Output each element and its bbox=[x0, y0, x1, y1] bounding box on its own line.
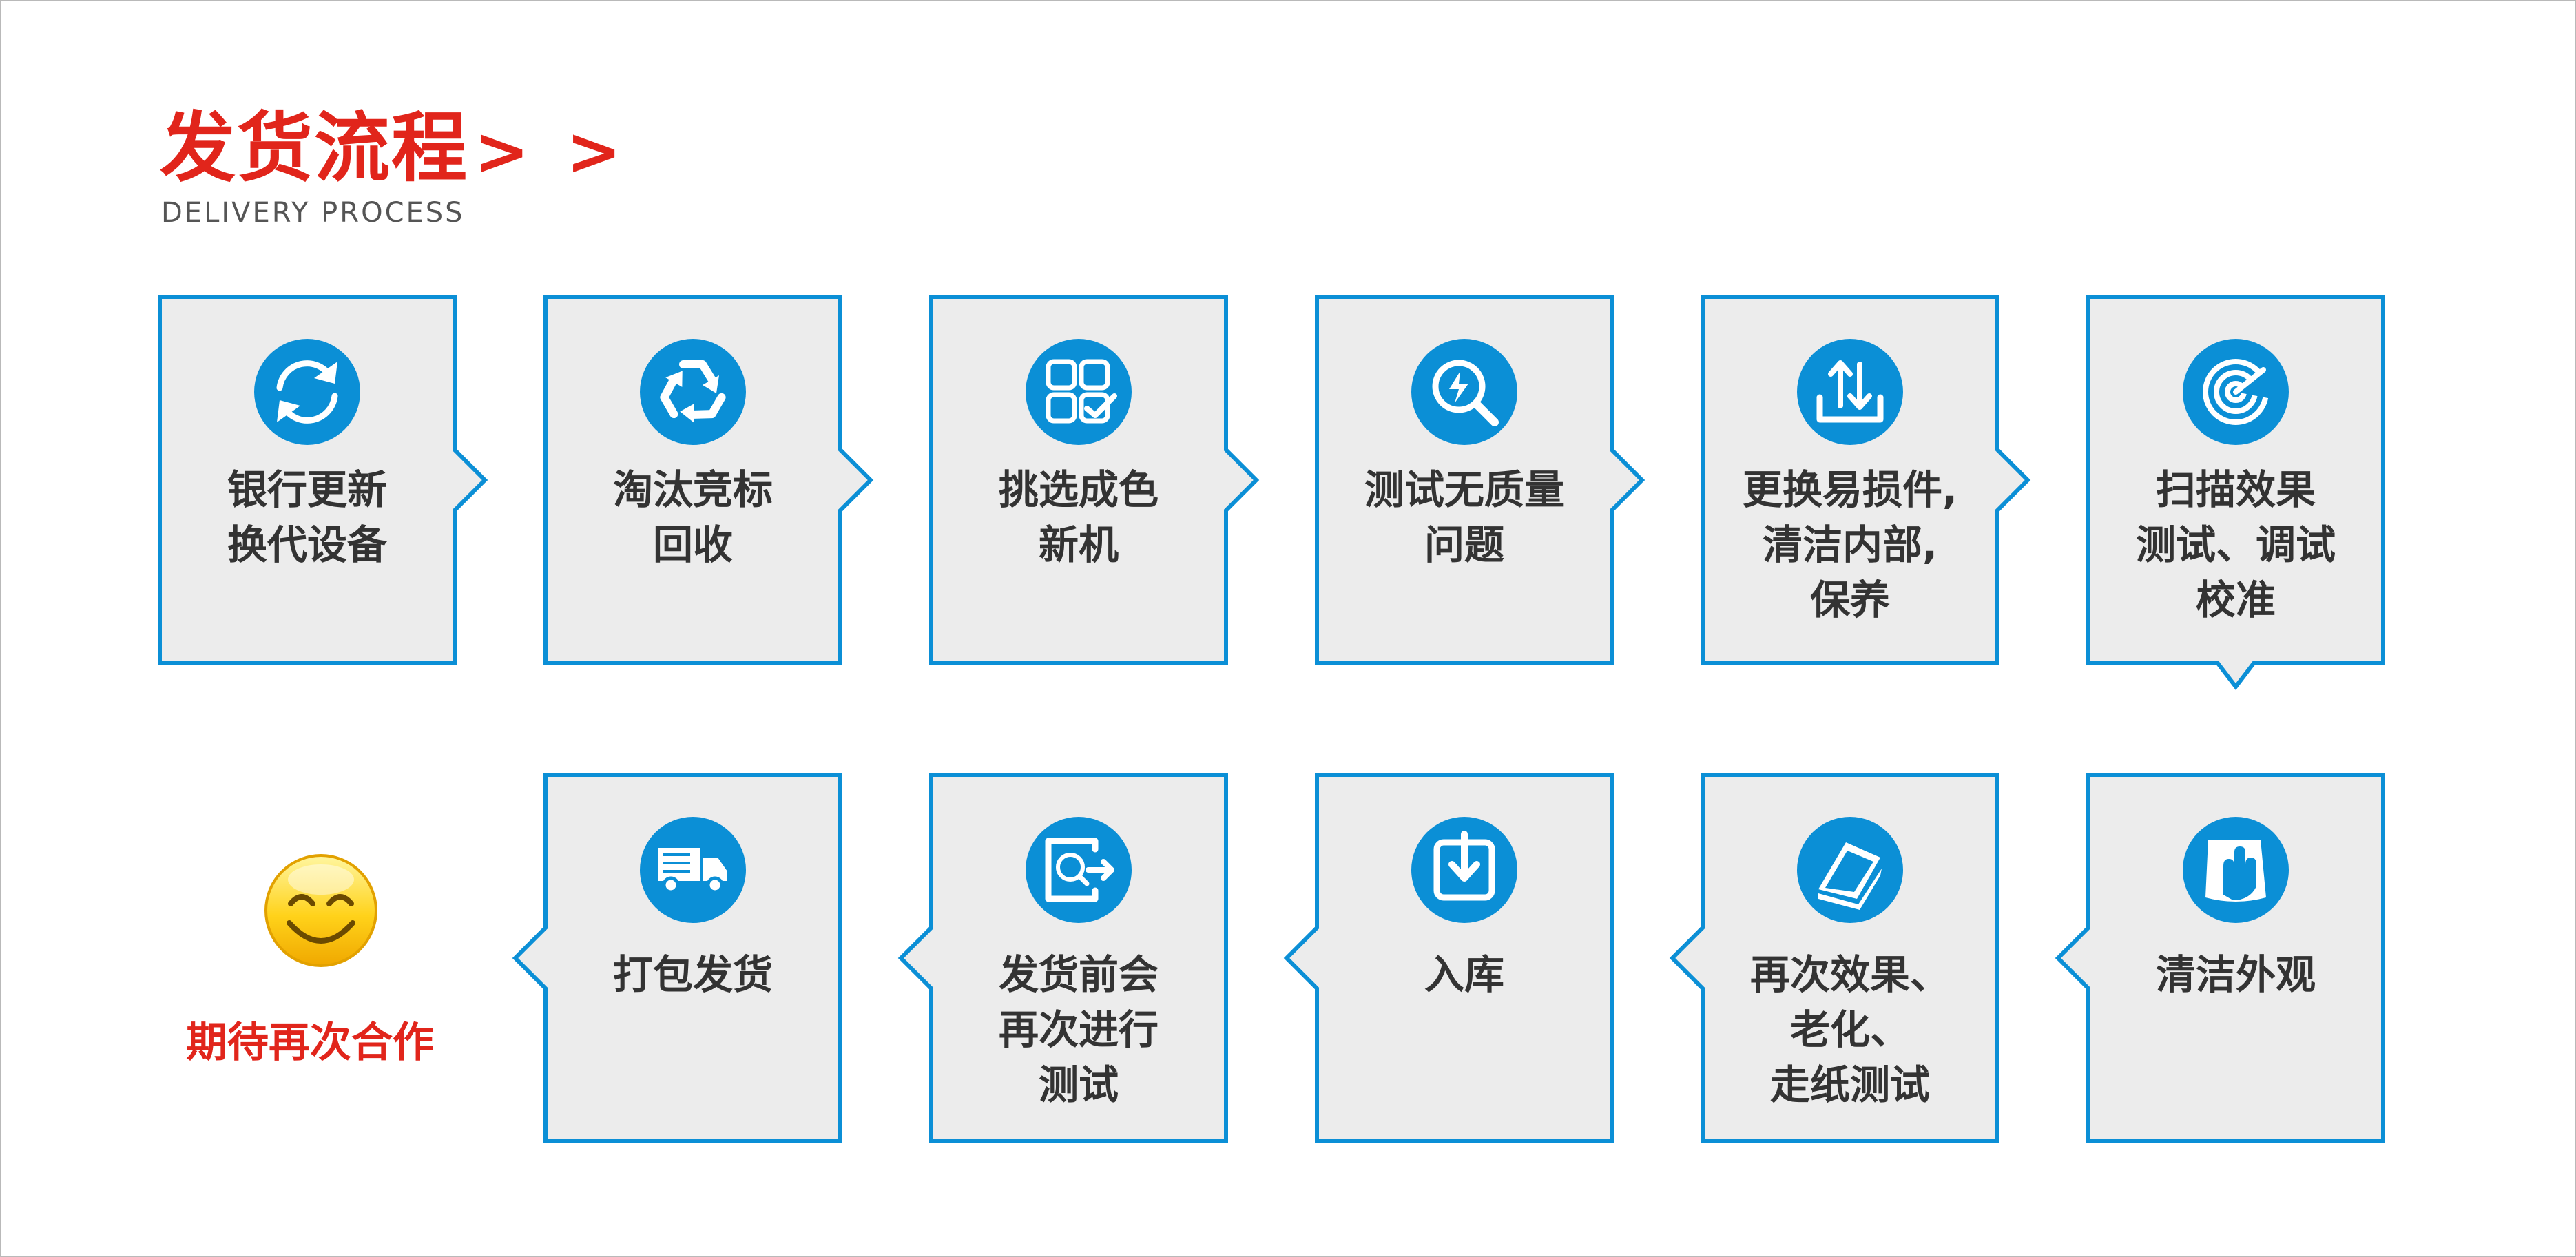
step-label-line: 再次进行 bbox=[999, 1006, 1159, 1053]
step-label-line: 测试 bbox=[1039, 1061, 1119, 1108]
step-label-line: 测试无质量 bbox=[1364, 466, 1564, 513]
process-step-card: 清洁外观 bbox=[2055, 773, 2385, 1143]
step-card-shape bbox=[1283, 773, 1614, 1143]
step-card-shape bbox=[1701, 295, 2031, 665]
smiley-icon bbox=[264, 854, 377, 967]
refresh-icon bbox=[254, 339, 360, 445]
step-card-shape bbox=[929, 295, 1260, 665]
step-label-line: 淘汰竞标 bbox=[613, 466, 773, 513]
step-label-line: 挑选成色 bbox=[999, 466, 1159, 513]
step-label-line: 发货前会 bbox=[999, 951, 1159, 998]
step-label-line: 回收 bbox=[653, 521, 733, 568]
step-card-shape bbox=[897, 773, 1228, 1143]
swap-parts-icon bbox=[1797, 339, 1903, 445]
step-card-shape bbox=[1315, 295, 1645, 665]
closing-message: 期待再次合作 bbox=[186, 1019, 434, 1067]
step-cards: 银行更新换代设备淘汰竞标回收挑选成色新机测试无质量问题更换易损件,清洁内部,保养… bbox=[158, 295, 2385, 1143]
step-card-shape bbox=[2055, 773, 2385, 1143]
step-card-shape bbox=[2086, 295, 2385, 690]
step-label-line: 扫描效果 bbox=[2156, 466, 2316, 513]
step-label-line: 再次效果、 bbox=[1750, 951, 1950, 998]
step-card-shape bbox=[512, 773, 842, 1143]
step-label-line: 换代设备 bbox=[227, 521, 388, 568]
step-label-line: 银行更新 bbox=[227, 466, 387, 513]
step-card-shape bbox=[543, 295, 874, 665]
magnify-test-icon bbox=[1411, 339, 1517, 445]
process-step-card: 再次效果、老化、走纸测试 bbox=[1669, 773, 1999, 1143]
step-label-line: 走纸测试 bbox=[1770, 1061, 1930, 1108]
scanner-icon bbox=[1797, 817, 1903, 923]
page-title: 发货流程> > bbox=[160, 103, 628, 196]
title-text: 发货流程 bbox=[160, 104, 468, 192]
step-card-shape bbox=[158, 295, 488, 665]
page-subtitle: DELIVERY PROCESS bbox=[161, 197, 465, 229]
process-step-card: 更换易损件, 清洁内部, 保养 bbox=[1701, 295, 2031, 665]
process-step-card: 打包发货 bbox=[512, 773, 842, 1143]
delivery-truck-icon bbox=[640, 817, 746, 923]
storage-in-icon bbox=[1411, 817, 1517, 923]
radar-scan-icon bbox=[2183, 339, 2289, 445]
step-label-line: 打包发货 bbox=[613, 951, 773, 998]
step-card-shape bbox=[1669, 773, 1999, 1143]
process-step-card: 入库 bbox=[1283, 773, 1614, 1143]
step-label-line: 保养 bbox=[1810, 576, 1890, 623]
step-label-line: 新机 bbox=[1039, 521, 1119, 568]
step-label-line: 校准 bbox=[2196, 576, 2276, 623]
step-label-line: 问题 bbox=[1424, 521, 1504, 568]
step-label-line: 清洁内部, bbox=[1763, 521, 1938, 568]
step-label-line: 老化、 bbox=[1790, 1006, 1910, 1053]
step-label-line: 入库 bbox=[1424, 951, 1504, 998]
cleaning-cloth-icon bbox=[2183, 817, 2289, 923]
step-label-line: 测试、调试 bbox=[2136, 521, 2336, 568]
step-label-line: 清洁外观 bbox=[2156, 951, 2316, 998]
test-exit-icon bbox=[1026, 817, 1132, 923]
title-arrows: > > bbox=[474, 113, 629, 190]
grid-check-icon bbox=[1026, 339, 1132, 445]
step-label-line: 更换易损件, bbox=[1743, 466, 1957, 513]
recycle-icon bbox=[640, 339, 746, 445]
